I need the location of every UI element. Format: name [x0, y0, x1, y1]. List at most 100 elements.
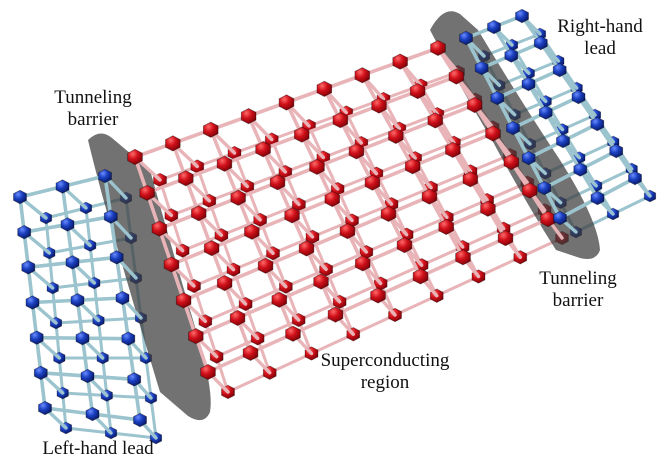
left-lead-bond	[18, 184, 65, 199]
left-hand-lead-label: Left-hand lead	[42, 438, 154, 459]
superconducting-atom	[339, 223, 356, 240]
superconducting-atom	[521, 182, 538, 199]
superconducting-bond	[271, 235, 314, 255]
superconducting-atom	[240, 108, 257, 125]
left-lead-bond	[144, 356, 153, 400]
left-lead-atom	[127, 372, 142, 387]
right-lead-atom	[553, 210, 567, 226]
superconducting-atom	[327, 306, 344, 323]
superconducting-bond	[215, 355, 230, 394]
right-lead-bond	[594, 167, 634, 188]
superconducting-bond	[219, 233, 235, 272]
superconducting-atom	[455, 249, 471, 266]
superconducting-atom	[412, 268, 429, 285]
superconducting-atom	[332, 112, 349, 129]
right-hand-lead-line2: lead	[584, 38, 616, 59]
left-lead-bond	[105, 394, 113, 435]
left-lead-atom	[33, 365, 48, 381]
left-lead-atom	[65, 255, 80, 270]
superconducting-atom	[278, 94, 295, 111]
left-lead-atom	[38, 400, 52, 416]
left-lead-atom	[29, 330, 44, 345]
right-lead-atom	[515, 8, 529, 24]
left-lead-bond	[75, 296, 125, 303]
superconducting-region-line1: Superconducting	[320, 350, 450, 371]
right-lead-atom	[490, 90, 505, 106]
left-lead-atom	[25, 295, 40, 310]
superconducting-bond	[232, 268, 248, 306]
superconducting-bond	[244, 302, 260, 340]
superconducting-bond	[215, 336, 260, 359]
superconducting-atom	[163, 256, 180, 273]
left-lead-atom	[121, 331, 136, 346]
superconducting-atom	[371, 97, 387, 114]
superconducting-bond	[284, 267, 328, 289]
superconducting-bond	[226, 371, 272, 394]
left-lead-bond	[65, 214, 113, 227]
right-lead-atom	[609, 143, 624, 159]
left-lead-atom	[75, 330, 90, 346]
right-hand-lead-line1: Right-hand	[557, 16, 643, 37]
superconducting-atom	[354, 67, 370, 84]
superconducting-atom	[396, 237, 413, 254]
left-lead-atom	[60, 217, 75, 232]
superconducting-atom	[348, 143, 365, 160]
superconducting-region-line2: region	[360, 372, 410, 393]
left-lead-bond	[39, 371, 90, 378]
left-lead-atom	[80, 368, 95, 384]
right-lead-atom	[537, 180, 552, 196]
right-lead-atom	[571, 89, 586, 105]
tunneling-barrier-left	[88, 133, 211, 421]
left-lead-bond	[88, 244, 96, 285]
superconducting-atom	[285, 325, 301, 342]
left-lead-bond	[132, 377, 142, 422]
superconducting-atom	[485, 125, 501, 142]
superconducting-atom	[448, 68, 465, 85]
superconducting-bond	[351, 313, 397, 336]
superconducting-atom	[200, 363, 216, 381]
superconducting-bond	[268, 352, 313, 375]
right-lead-atom	[521, 76, 536, 92]
superconducting-atom	[497, 230, 514, 247]
left-lead-atom	[21, 260, 36, 275]
superconducting-bond	[393, 294, 439, 317]
superconducting-atom	[178, 170, 194, 187]
right-lead-atom	[538, 105, 553, 120]
superconducting-atom	[364, 174, 381, 191]
right-lead-atom	[552, 62, 567, 78]
left-lead-bond	[51, 286, 58, 325]
superconducting-atom	[269, 174, 286, 191]
superconducting-atom	[165, 135, 181, 152]
superconducting-atom	[151, 220, 168, 237]
superconducting-atom	[466, 96, 483, 114]
right-hand-lead-label: Right-hand lead	[548, 16, 652, 60]
left-lead-atom	[133, 412, 147, 428]
right-lead-atom	[504, 48, 519, 63]
left-lead-bond	[43, 406, 95, 416]
superconducting-atom	[216, 155, 233, 172]
superconducting-atom	[324, 190, 340, 208]
superconducting-atom	[294, 126, 310, 143]
left-lead-bond	[61, 391, 109, 397]
left-lead-bond	[51, 281, 96, 290]
superconducting-bond	[192, 268, 235, 288]
superconducting-bond	[232, 251, 275, 272]
left-lead-bond	[70, 255, 119, 265]
left-lead-bond	[126, 336, 136, 382]
superconducting-atom	[284, 207, 300, 224]
superconducting-bond	[310, 332, 355, 355]
right-lead-atom	[487, 19, 501, 35]
left-lead-atom	[103, 209, 118, 224]
superconducting-atom	[404, 158, 421, 175]
left-lead-atom	[85, 406, 100, 422]
superconducting-bond	[192, 284, 207, 323]
right-lead-atom	[590, 190, 605, 206]
superconducting-atom	[255, 141, 271, 158]
superconducting-atom	[313, 273, 329, 290]
superconducting-atom	[203, 240, 220, 257]
left-lead-bond	[114, 255, 125, 300]
left-lead-bond	[60, 174, 107, 189]
superconducting-bond	[429, 169, 472, 190]
right-lead-atom	[521, 150, 536, 166]
